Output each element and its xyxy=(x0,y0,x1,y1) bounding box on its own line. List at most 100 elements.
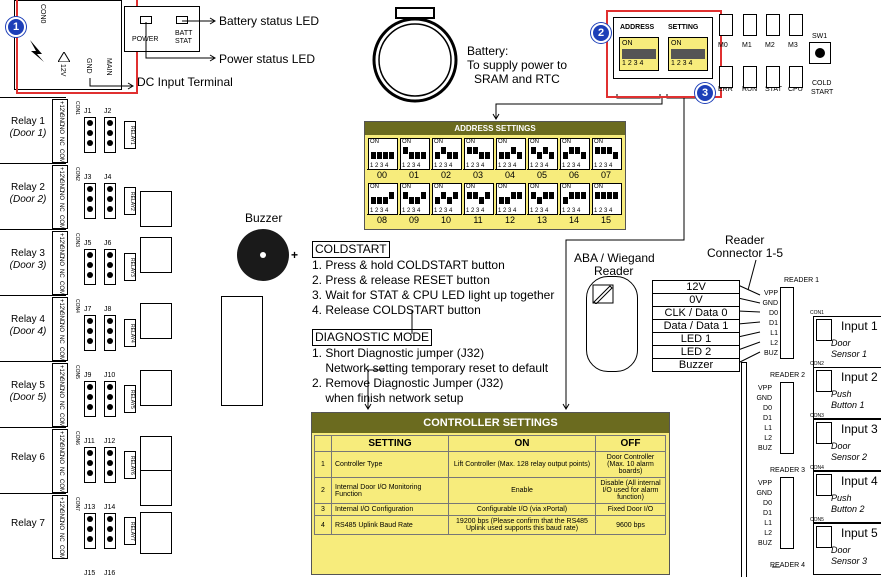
jumper-pin xyxy=(107,196,113,202)
jumper-pin xyxy=(87,272,93,278)
relay-ja-3: J5 xyxy=(84,240,92,247)
relay-row-6 xyxy=(0,427,66,494)
dip-switch-bit xyxy=(517,152,522,159)
address-value-15: 15 xyxy=(591,214,621,227)
relay-pin-2-2: NO xyxy=(58,191,64,200)
dip-nums-label: 1 2 3 4 xyxy=(370,163,389,169)
input-title-1: Input 1 xyxy=(841,319,878,333)
reader-pin-3-4: L1 xyxy=(764,520,772,527)
dip-on-label: ON xyxy=(402,184,411,190)
dip-switch-bit xyxy=(453,192,458,199)
led-label-3: M3 xyxy=(788,42,798,49)
jumper-pin xyxy=(87,196,93,202)
dip-on-label: ON xyxy=(594,139,603,145)
address-value-11: 11 xyxy=(463,214,493,227)
aba-reader-label-2: Reader xyxy=(594,264,634,278)
relay-con-2: CON2 xyxy=(74,167,80,181)
jumper-pin xyxy=(107,120,113,126)
dip-switch-bit xyxy=(421,152,426,159)
dip-switch-bit xyxy=(613,192,618,199)
address-value-08: 08 xyxy=(367,214,397,227)
relay-jb-1: J2 xyxy=(104,108,112,115)
relay-box-8 xyxy=(140,512,172,554)
dip-switch-bit xyxy=(537,152,542,159)
relay-jb-2: J4 xyxy=(104,174,112,181)
dip-nums-label: 1 2 3 4 xyxy=(466,208,485,214)
relay-tag-5: RELAY5 xyxy=(124,385,136,413)
relay-con-1: CON1 xyxy=(74,101,80,115)
jumper-pin xyxy=(107,262,113,268)
relay-pin-5-2: NO xyxy=(58,389,64,398)
relay-row-5 xyxy=(0,361,66,428)
jumper-pin xyxy=(87,460,93,466)
relay-tag-2: RELAY2 xyxy=(124,187,136,215)
jumper-pin xyxy=(87,536,93,542)
dip-switch-bit xyxy=(549,192,554,199)
address-value-04: 04 xyxy=(495,169,525,182)
relay-pin-5-3: NC xyxy=(58,401,64,410)
badge-3: 3 xyxy=(695,83,715,103)
relay-con-5: CON5 xyxy=(74,365,80,379)
dip-nums-label: 1 2 3 4 xyxy=(434,163,453,169)
dip-switch-bit xyxy=(467,192,472,199)
dip-on-label: ON xyxy=(498,184,507,190)
address-dip-switch[interactable]: ON 1 2 3 4 xyxy=(619,37,659,71)
coldstart-step-1: 1. Press & hold COLDSTART button xyxy=(312,258,505,272)
input-sub1-2: Push xyxy=(831,389,852,399)
reader-pin-2-0: VPP xyxy=(757,385,772,392)
jumper-pin xyxy=(107,384,113,390)
reader-pin-2-1: GND xyxy=(756,395,772,402)
dip-switch-bit xyxy=(607,192,612,199)
jumper-pin xyxy=(87,206,93,212)
dip-on-label: ON xyxy=(498,139,507,145)
dip-nums-label: 1 2 3 4 xyxy=(466,163,485,169)
relay-row-2 xyxy=(0,163,66,230)
dip-switch-bit xyxy=(531,192,536,199)
dip-switch-bit xyxy=(543,192,548,199)
jumper-pin xyxy=(87,384,93,390)
relay-ja-7: J13 xyxy=(84,504,96,511)
relay-pin-4-4: COM xyxy=(58,347,64,361)
coldstart-button[interactable] xyxy=(809,42,831,64)
battery-desc-2: SRAM and RTC xyxy=(474,72,560,86)
setting-dip-switch[interactable]: ON 1 2 3 4 xyxy=(668,37,708,71)
relay-pin-1-3: NC xyxy=(58,137,64,146)
jumper-pin xyxy=(107,206,113,212)
jumper-pin xyxy=(107,328,113,334)
dip-switch-bit xyxy=(435,152,440,159)
address-value-14: 14 xyxy=(559,214,589,227)
jumper-pin xyxy=(87,526,93,532)
dip-nums-label: 1 2 3 4 xyxy=(402,208,421,214)
coldstart-button-knob xyxy=(815,48,825,58)
highlight-box-2 xyxy=(606,10,722,98)
input-sub2-3: Sensor 2 xyxy=(831,452,868,462)
reader-label-1: READER 1 xyxy=(784,277,820,284)
relay-ja-5: J9 xyxy=(84,372,92,379)
jumper-pin xyxy=(87,120,93,126)
jumper-pin xyxy=(107,460,113,466)
reader-terminal-2 xyxy=(780,382,794,454)
reader-pin-1-4: L1 xyxy=(770,330,778,337)
relay-row-7 xyxy=(0,493,66,560)
card-slot-icon xyxy=(592,284,614,304)
relay-door-3: (Door 3) xyxy=(9,260,47,271)
coldstart-step-4: 4. Release COLDSTART button xyxy=(312,303,481,317)
jumper-pin xyxy=(107,252,113,258)
card-reader-device xyxy=(586,276,638,372)
coldstart-step-3: 3. Wait for STAT & CPU LED light up toge… xyxy=(312,288,555,302)
relay-terminal-7 xyxy=(52,495,68,559)
relay-pin-3-2: NO xyxy=(58,257,64,266)
relay-name-3: Relay 3 xyxy=(11,248,45,259)
relay-box-5 xyxy=(140,370,172,406)
reader-pin-1-3: D1 xyxy=(769,320,778,327)
dip-switch-bit xyxy=(371,152,376,159)
dip-on-label: ON xyxy=(530,139,539,145)
dip-switch-bit xyxy=(467,147,472,154)
dip-switch-bit xyxy=(415,152,420,159)
power-led-label: Power status LED xyxy=(219,52,316,66)
reader-pin-2-6: BUZ xyxy=(758,445,772,452)
